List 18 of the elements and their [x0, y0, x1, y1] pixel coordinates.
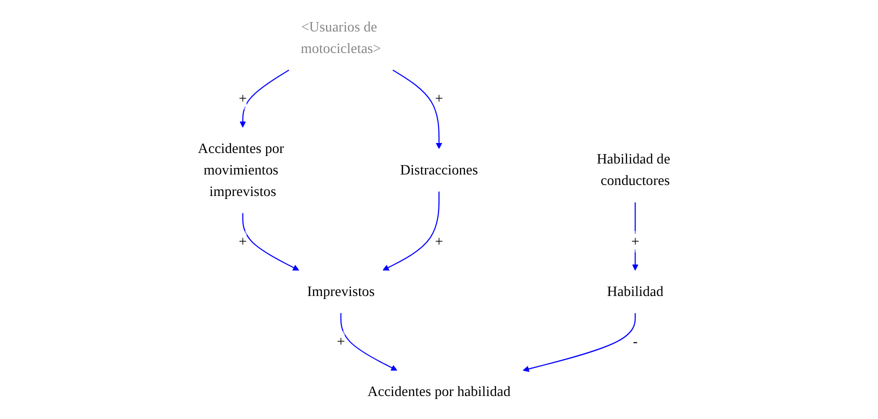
node-text: Imprevistos — [307, 284, 375, 300]
node-text: Distracciones — [400, 162, 478, 178]
edge-label: + — [238, 234, 247, 250]
arrow — [382, 192, 440, 271]
edge-label: + — [631, 234, 640, 250]
node-text: Accidentes por movimientos imprevistos — [198, 140, 284, 200]
node-text: Habilidad — [607, 284, 664, 300]
node-text: <Usuarios de motocicletas> — [300, 19, 382, 56]
node-text: Habilidad de conductores — [596, 152, 670, 189]
node-text: Accidentes por habilidad — [368, 384, 510, 400]
edge-label: + — [434, 90, 444, 107]
arrow — [340, 313, 398, 371]
edge-label: + — [238, 90, 247, 107]
arrow — [522, 313, 636, 372]
arrow — [242, 213, 300, 271]
edge-label: - — [632, 334, 638, 350]
edge-label: + — [336, 334, 345, 350]
edge-label: + — [434, 234, 444, 250]
